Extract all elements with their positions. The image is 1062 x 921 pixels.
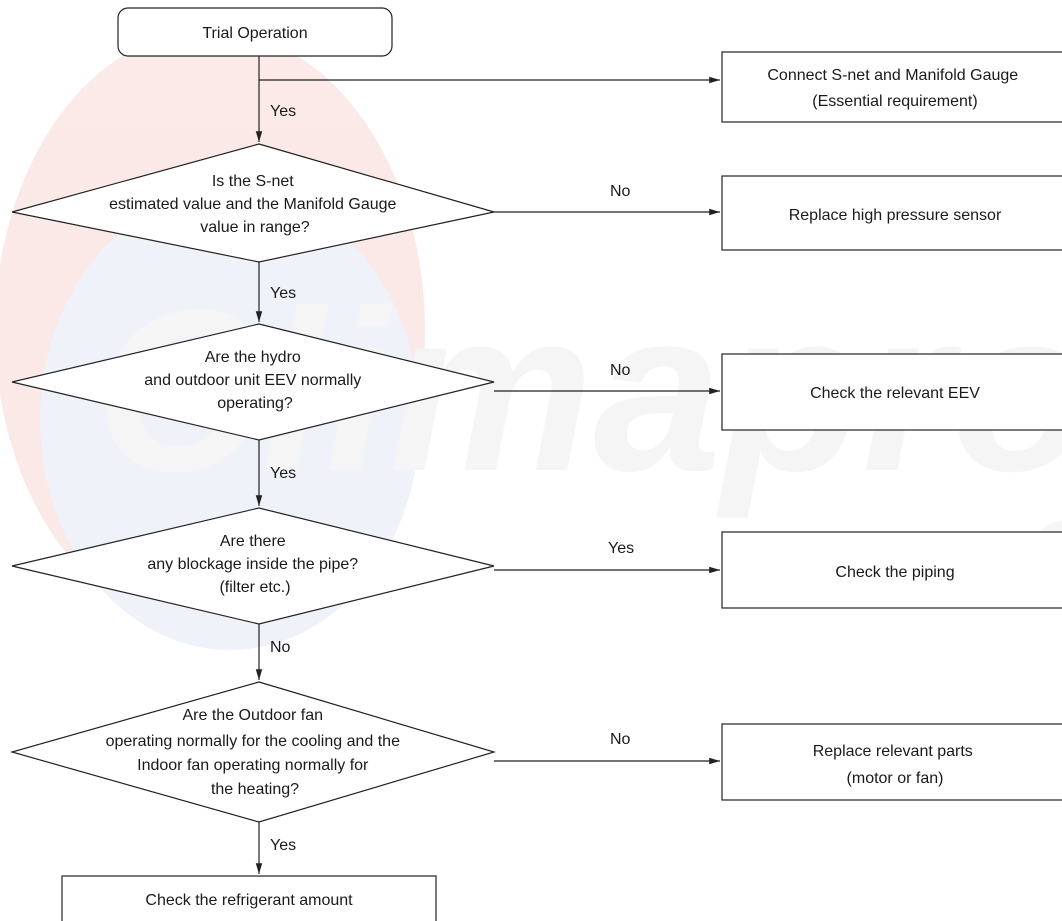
end-node <box>61 875 437 921</box>
label-decision-1-side: No <box>610 183 631 200</box>
label-start-down: Yes <box>270 103 296 120</box>
label-decision-2-down: Yes <box>270 465 296 482</box>
label-decision-3-side: Yes <box>608 540 634 557</box>
action-5-text: Replace relevant parts (motor or fan) <box>813 743 978 787</box>
action-box-2 <box>721 175 1062 251</box>
label-decision-2-side: No <box>610 362 631 379</box>
action-2-text: Replace high pressure sensor <box>789 207 1002 224</box>
action-3-text: Check the relevant EEV <box>810 385 980 402</box>
action-1-text: Connect S-net and Manifold Gauge (Essent… <box>767 67 1022 110</box>
action-box-4 <box>721 531 1062 609</box>
decision-3-text: Are there any blockage inside the pipe? … <box>147 533 362 596</box>
action-4-text: Check the piping <box>835 564 954 581</box>
label-decision-4-side: No <box>610 731 631 748</box>
start-node <box>117 7 393 57</box>
decision-1-text: Is the S-net estimated value and the Man… <box>109 173 401 236</box>
action-box-3 <box>721 353 1062 431</box>
label-decision-4-down: Yes <box>270 837 296 854</box>
action-box-5 <box>721 723 1062 801</box>
label-decision-3-down: No <box>270 639 291 656</box>
decision-4-text: Are the Outdoor fan operating normally f… <box>106 707 405 798</box>
action-box-1 <box>721 51 1062 123</box>
label-decision-1-down: Yes <box>270 285 296 302</box>
start-label: Trial Operation <box>202 25 307 42</box>
decision-4 <box>9 681 497 823</box>
end-label: Check the refrigerant amount <box>145 892 353 909</box>
decision-2-text: Are the hydro and outdoor unit EEV norma… <box>144 349 365 412</box>
